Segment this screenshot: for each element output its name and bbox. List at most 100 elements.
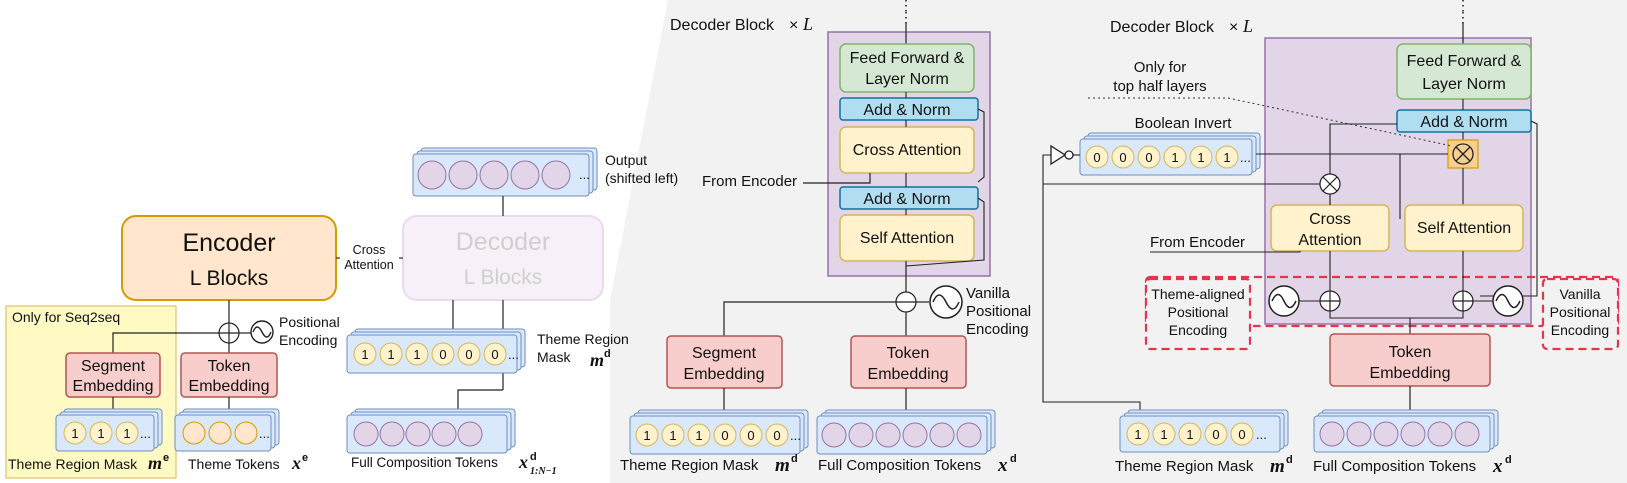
svg-text:x: x: [291, 453, 301, 473]
theme-token-stack: ...: [174, 408, 280, 452]
encoder-subtitle: L Blocks: [190, 267, 269, 290]
theme-region-mask-label-2: Mask: [537, 349, 571, 365]
svg-text:Cross: Cross: [1309, 211, 1351, 228]
svg-text:1: 1: [695, 428, 702, 443]
svg-text:1: 1: [1171, 150, 1178, 165]
svg-text:...: ...: [1256, 427, 1267, 442]
caption-full-composition-left: Full Composition Tokens: [351, 455, 498, 470]
svg-text:0: 0: [1212, 427, 1219, 442]
svg-text:Self Attention: Self Attention: [1417, 220, 1511, 237]
svg-text:1: 1: [1197, 150, 1204, 165]
svg-text:Encoding: Encoding: [1169, 322, 1227, 338]
caption-theme-tokens: Theme Tokens: [188, 456, 280, 472]
svg-text:Token: Token: [1389, 344, 1432, 361]
theme-region-mask-label-1: Theme Region: [537, 331, 629, 347]
middle-title: Decoder Block: [670, 17, 775, 34]
right-feed-forward: [1396, 43, 1532, 100]
only-for-label-2: top half layers: [1113, 78, 1206, 95]
svg-text:...: ...: [790, 428, 801, 443]
svg-text:Attention: Attention: [1298, 232, 1361, 249]
svg-text:Positional: Positional: [1550, 304, 1611, 320]
output-label-2: (shifted left): [605, 170, 678, 186]
seq2seq-label: Only for Seq2seq: [12, 309, 120, 325]
svg-text:m: m: [148, 453, 162, 473]
svg-text:d: d: [1010, 453, 1017, 465]
svg-text:d: d: [791, 453, 798, 465]
svg-text:1: 1: [97, 426, 104, 441]
svg-text:...: ...: [259, 426, 270, 441]
svg-text:L: L: [1242, 16, 1253, 36]
svg-text:e: e: [302, 452, 308, 464]
middle-from-encoder: From Encoder: [702, 173, 797, 190]
svg-text:Layer Norm: Layer Norm: [865, 71, 949, 88]
svg-text:x: x: [997, 455, 1008, 476]
encoder-mask-stack: 1 1 1 ...: [55, 408, 163, 452]
svg-text:×: ×: [1229, 19, 1238, 36]
middle-self-attention: [839, 214, 975, 262]
right-mask-stack: 1 1 1 0 0 ...: [1119, 409, 1289, 453]
svg-text:Embedding: Embedding: [684, 366, 765, 383]
svg-text:m: m: [775, 455, 790, 476]
theme-aligned-pe-label: Theme-aligned: [1151, 286, 1244, 302]
middle-mask-stack: 1 1 1 0 0 0 ...: [629, 409, 809, 455]
svg-text:×: ×: [789, 17, 798, 34]
decoder-title-faded: Decoder: [456, 228, 551, 256]
boolean-invert-stack: 0 0 0 1 1 1 ...: [1079, 132, 1261, 176]
svg-text:1:N−1: 1:N−1: [530, 466, 557, 477]
decoder-mask-stack: 1 1 1 0 0 0 ...: [346, 328, 526, 374]
svg-text:⋮: ⋮: [899, 0, 913, 13]
svg-text:1: 1: [669, 428, 676, 443]
svg-text:1: 1: [1223, 150, 1230, 165]
caption-theme-region-mask-e: Theme Region Mask: [8, 456, 138, 472]
svg-text:Embedding: Embedding: [1370, 365, 1451, 382]
svg-text:⋮: ⋮: [1456, 0, 1470, 13]
svg-text:⋮: ⋮: [899, 9, 913, 25]
svg-text:Feed Forward &: Feed Forward &: [850, 50, 965, 67]
svg-text:0: 0: [1145, 150, 1152, 165]
positional-encoding-label-1: Positional: [279, 314, 340, 330]
svg-text:Cross Attention: Cross Attention: [853, 142, 962, 159]
middle-caption-tokens: Full Composition Tokens: [818, 457, 981, 474]
svg-text:x: x: [1492, 456, 1503, 477]
svg-text:Add & Norm: Add & Norm: [863, 102, 950, 119]
svg-text:...: ...: [140, 426, 151, 441]
svg-text:1: 1: [1186, 427, 1193, 442]
left-full-composition-stack: [346, 408, 516, 454]
svg-text:e: e: [163, 452, 169, 464]
middle-cross-attention: [839, 126, 975, 174]
svg-text:0: 0: [465, 347, 472, 362]
svg-text:0: 0: [1238, 427, 1245, 442]
output-label-1: Output: [605, 152, 647, 168]
svg-text:Feed Forward &: Feed Forward &: [1407, 53, 1522, 70]
svg-text:Embedding: Embedding: [189, 378, 270, 395]
svg-text:Embedding: Embedding: [868, 366, 949, 383]
svg-text:Self Attention: Self Attention: [860, 230, 954, 247]
right-from-encoder: From Encoder: [1150, 234, 1245, 251]
svg-text:1: 1: [1134, 427, 1141, 442]
right-title: Decoder Block: [1110, 19, 1215, 36]
svg-text:...: ...: [508, 347, 519, 362]
right-vanilla-pe-label: Vanilla: [1560, 286, 1601, 302]
svg-text:0: 0: [747, 428, 754, 443]
only-for-label-1: Only for: [1134, 59, 1187, 76]
middle-full-composition-stack: [816, 409, 996, 455]
svg-text:0: 0: [1093, 150, 1100, 165]
positional-encoding-label-2: Encoding: [279, 332, 337, 348]
middle-caption-mask: Theme Region Mask: [620, 457, 759, 474]
svg-text:Positional: Positional: [1168, 304, 1229, 320]
svg-text:1: 1: [387, 347, 394, 362]
cross-attention-link-label-2: Attention: [344, 258, 393, 272]
svg-text:...: ...: [1240, 150, 1251, 165]
svg-text:Segment: Segment: [81, 358, 146, 375]
svg-text:0: 0: [773, 428, 780, 443]
svg-text:x: x: [518, 452, 528, 472]
svg-text:d: d: [530, 451, 537, 463]
middle-feed-forward: [839, 43, 975, 93]
middle-token-embedding: [850, 335, 967, 389]
svg-text:m: m: [590, 350, 604, 370]
theme-aligned-dashed-box: [1144, 277, 1252, 351]
svg-text:Layer Norm: Layer Norm: [1422, 76, 1506, 93]
svg-text:Segment: Segment: [692, 345, 757, 362]
svg-text:m: m: [1270, 456, 1285, 477]
